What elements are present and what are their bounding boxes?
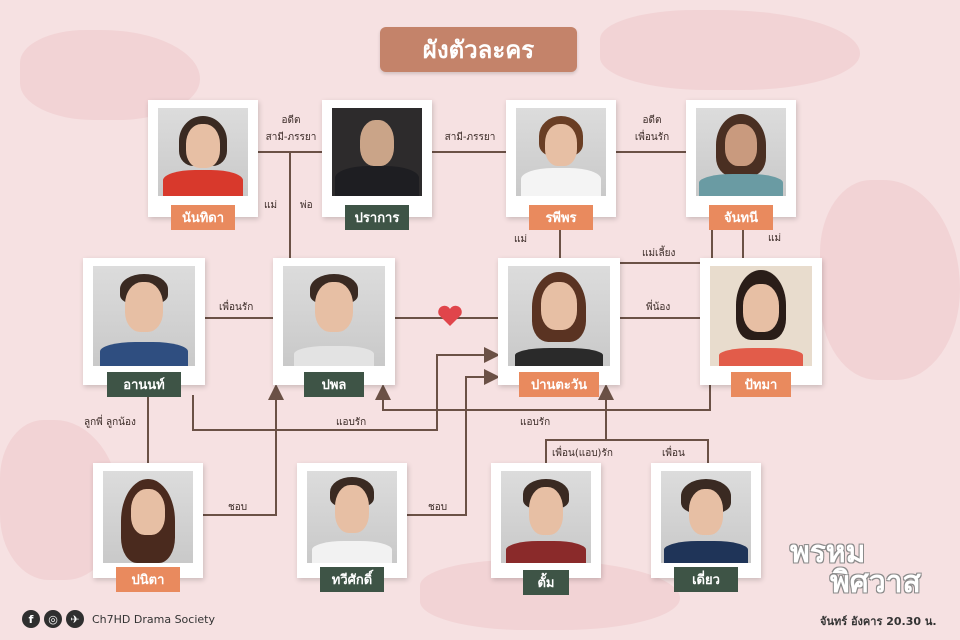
line-pattama-secret-love bbox=[375, 384, 711, 411]
relation-label: อดีตเพื่อนรัก bbox=[634, 115, 670, 143]
relation-label: แม่ bbox=[514, 234, 528, 245]
character-card-raphiphon[interactable]: รพีพร bbox=[506, 100, 616, 230]
portrait bbox=[158, 108, 248, 196]
relation-label: เพื่อน bbox=[662, 448, 685, 459]
character-card-paphon[interactable]: ปพล bbox=[273, 258, 395, 397]
instagram-icon[interactable]: ◎ bbox=[44, 610, 62, 628]
line-panita-likes bbox=[203, 384, 284, 516]
character-name: ปนิตา bbox=[116, 567, 180, 592]
social-links: f ◎ ✈ Ch7HD Drama Society bbox=[22, 610, 215, 628]
character-name: ปานตะวัน bbox=[519, 372, 599, 397]
bg-blob bbox=[600, 10, 860, 90]
relation-label: ชอบ bbox=[228, 502, 248, 513]
character-card-pantawan[interactable]: ปานตะวัน bbox=[498, 258, 620, 397]
twitter-icon[interactable]: ✈ bbox=[66, 610, 84, 628]
character-card-anon[interactable]: อานนท์ bbox=[83, 258, 205, 397]
character-card-panita[interactable]: ปนิตา bbox=[93, 463, 203, 592]
airtime: จันทร์ อังคาร 20.30 น. bbox=[820, 615, 937, 628]
portrait bbox=[696, 108, 786, 196]
brand-name: Ch7HD Drama Society bbox=[92, 612, 215, 626]
character-name: นันทิดา bbox=[171, 205, 235, 230]
portrait bbox=[710, 266, 812, 366]
portrait bbox=[501, 471, 591, 563]
page-title: ผังตัวละคร bbox=[380, 27, 577, 72]
relation-label: เพื่อน(แอบ)รัก bbox=[552, 448, 613, 459]
character-name: ปพล bbox=[304, 372, 364, 397]
character-name: ตั้ม bbox=[523, 570, 569, 595]
character-card-pattama[interactable]: ปัทมา bbox=[700, 258, 822, 397]
portrait bbox=[307, 471, 397, 563]
portrait bbox=[283, 266, 385, 366]
relation-label: เพื่อนรัก bbox=[219, 302, 254, 313]
heart-icon bbox=[438, 305, 462, 326]
relation-label: แม่ bbox=[768, 233, 782, 244]
line-anon-secret-love bbox=[192, 347, 500, 431]
character-card-prakan[interactable]: ปราการ bbox=[322, 100, 432, 230]
relation-label: แม่ bbox=[264, 200, 278, 211]
line-thawisak-likes bbox=[407, 369, 500, 516]
character-card-diao[interactable]: เดี่ยว bbox=[651, 463, 761, 592]
portrait bbox=[103, 471, 193, 563]
portrait bbox=[508, 266, 610, 366]
character-name: ปัทมา bbox=[731, 372, 791, 397]
portrait bbox=[661, 471, 751, 563]
character-name: ทวีศักดิ์ bbox=[320, 567, 384, 592]
portrait bbox=[332, 108, 422, 196]
character-name: ปราการ bbox=[345, 205, 409, 230]
portrait bbox=[93, 266, 195, 366]
character-name: จันทนี bbox=[709, 205, 773, 230]
character-name: เดี่ยว bbox=[674, 567, 738, 592]
relation-label: อดีตสามี-ภรรยา bbox=[265, 115, 317, 143]
character-card-nanthida[interactable]: นันทิดา bbox=[148, 100, 258, 230]
relation-label: พ่อ bbox=[300, 200, 313, 211]
character-name: อานนท์ bbox=[107, 372, 181, 397]
facebook-icon[interactable]: f bbox=[22, 610, 40, 628]
drama-logo: พรหมพิศวาส bbox=[790, 535, 921, 600]
relation-label: ชอบ bbox=[428, 502, 448, 513]
character-card-thawisak[interactable]: ทวีศักดิ์ bbox=[297, 463, 407, 592]
character-card-tam[interactable]: ตั้ม bbox=[491, 463, 601, 595]
relation-label: สามี-ภรรยา bbox=[444, 132, 496, 143]
line-tam-diao bbox=[545, 439, 709, 463]
relation-label: แม่เลี้ยง bbox=[642, 248, 676, 259]
relation-label: แอบรัก bbox=[336, 417, 367, 428]
portrait bbox=[516, 108, 606, 196]
character-name: รพีพร bbox=[529, 205, 593, 230]
bg-blob bbox=[820, 180, 960, 380]
relation-label: พี่น้อง bbox=[646, 302, 671, 313]
character-card-chanthani[interactable]: จันทนี bbox=[686, 100, 796, 230]
relation-label: แอบรัก bbox=[520, 417, 551, 428]
relation-label: ลูกพี่ ลูกน้อง bbox=[84, 417, 136, 428]
